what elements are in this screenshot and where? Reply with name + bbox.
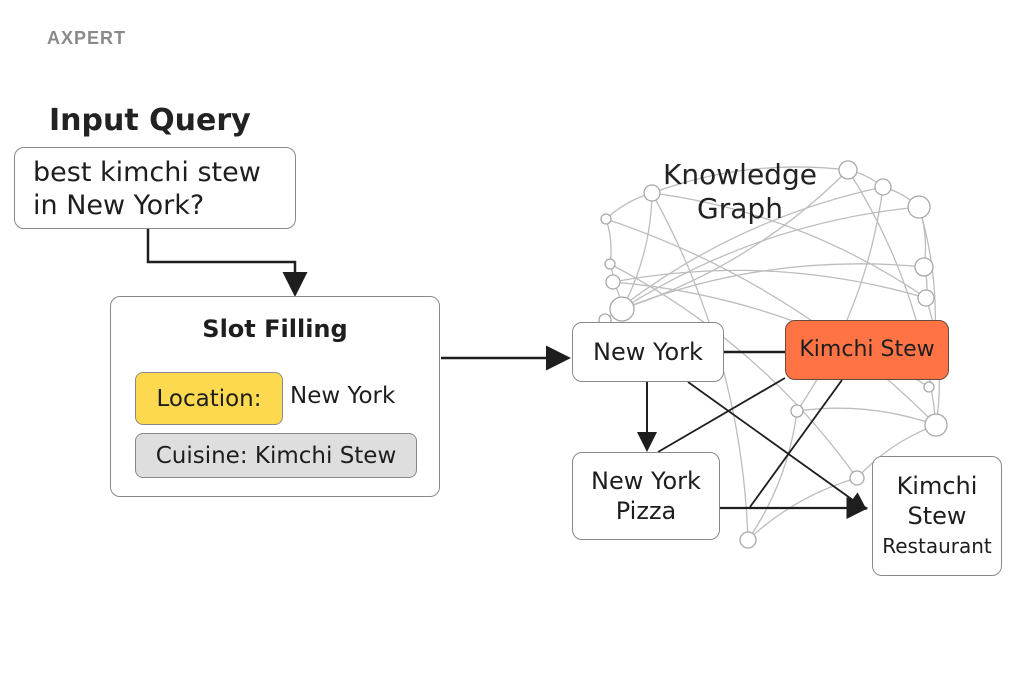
ksr-line2: Stew [907, 502, 967, 530]
graph-edge [605, 218, 937, 426]
node-new-york: New York [572, 322, 724, 382]
kg-label-line2: Graph [697, 192, 783, 225]
graph-node [838, 160, 858, 180]
graph-node [924, 413, 948, 437]
cuisine-slot-chip: Cuisine: Kimchi Stew [135, 433, 417, 478]
kg-label-line1: Knowledge [663, 158, 817, 191]
query-text-line2: in New York? [33, 190, 205, 221]
node-new-york-pizza: New York Pizza [572, 452, 720, 540]
ksr-line1: Kimchi [896, 472, 978, 500]
graph-edge [747, 477, 858, 541]
node-kimchi-stew-restaurant: Kimchi Stew Restaurant [872, 456, 1002, 576]
graph-node [790, 404, 804, 418]
graph-node [609, 296, 635, 322]
query-to-slot-arrow [146, 229, 308, 297]
ks-ksr-edge [749, 379, 843, 508]
graph-edge [605, 218, 612, 265]
ksr-line3: Restaurant [882, 534, 992, 558]
ny-ksr-edge [687, 381, 867, 511]
graph-edge [651, 166, 849, 194]
graph-node [914, 257, 934, 277]
slot-filling-title: Slot Filling [202, 315, 348, 343]
nyp-line1: New York [591, 467, 701, 495]
location-slot-chip: Location: [135, 372, 283, 425]
graph-node [923, 381, 935, 393]
graph-edge [651, 192, 927, 299]
graph-node [643, 184, 661, 202]
slot-filling-box: Slot Filling Location: New York Cuisine:… [110, 296, 440, 497]
ks-nyp-edge [657, 377, 786, 453]
graph-edge [796, 186, 884, 412]
input-query-title: Input Query [49, 103, 251, 138]
knowledge-graph-label: Knowledge Graph [650, 158, 830, 226]
graph-edge [747, 410, 798, 541]
graph-edge [604, 186, 884, 321]
graph-node [604, 258, 616, 270]
graph-node [605, 274, 621, 290]
query-text-line1: best kimchi stew [33, 157, 261, 188]
graph-edge [621, 169, 849, 310]
graph-node [917, 289, 935, 307]
graph-node [849, 470, 865, 486]
graph-edge [612, 269, 927, 299]
brand-logo: AXPERT [47, 28, 127, 48]
node-kimchi-stew: Kimchi Stew [785, 320, 949, 380]
graph-edge [796, 407, 937, 426]
location-slot-value: New York [290, 383, 396, 409]
graph-node [739, 531, 757, 549]
graph-node [874, 178, 892, 196]
nyp-line2: Pizza [615, 497, 677, 525]
graph-node [907, 195, 931, 219]
graph-edge [621, 192, 653, 310]
background-nodes [598, 160, 948, 549]
graph-node [600, 213, 612, 225]
input-query-box: best kimchi stew in New York? [14, 147, 296, 229]
